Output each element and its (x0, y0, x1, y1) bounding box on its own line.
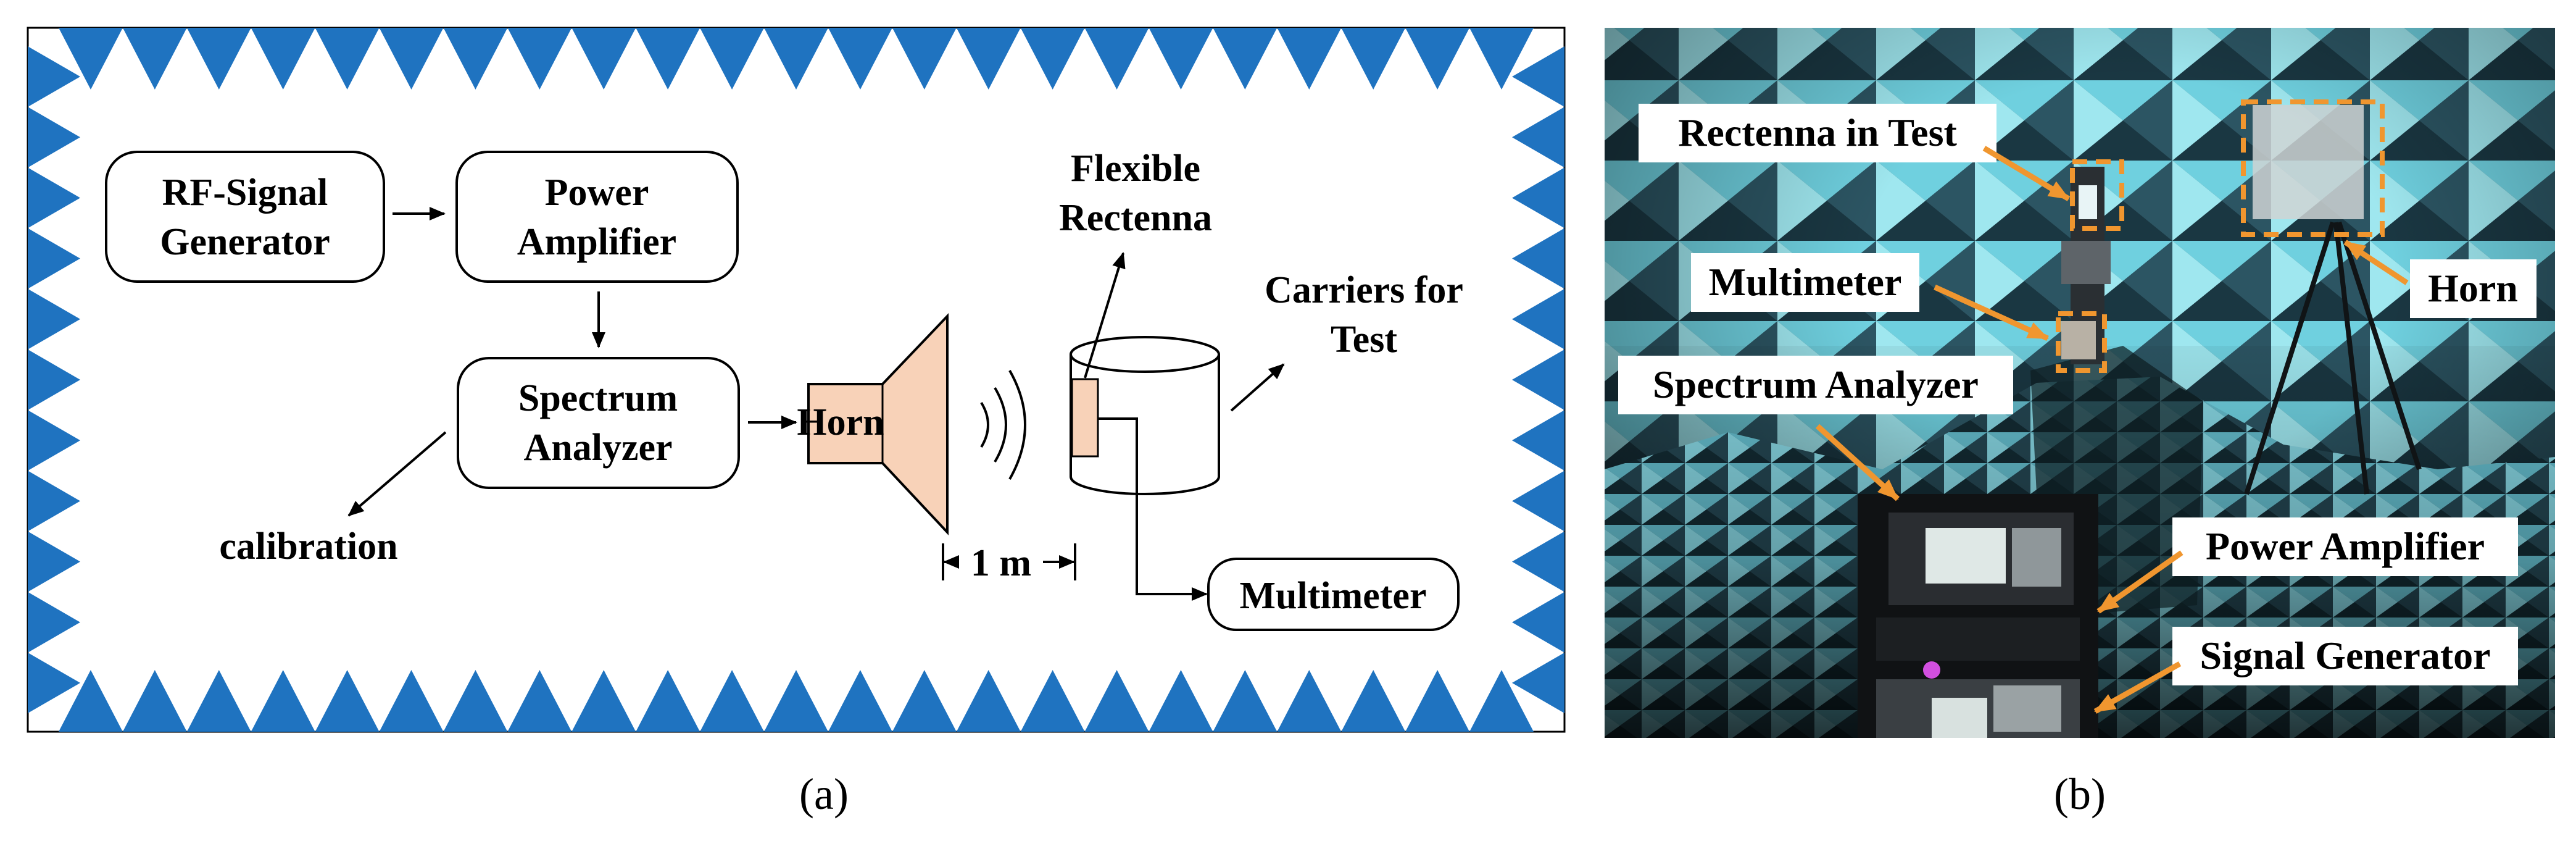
panel-a: RF-Signal Generator Power Amplifier Spec… (27, 27, 1566, 733)
label-signal-generator: Signal Generator (2200, 634, 2490, 677)
label-power-amplifier: Power Amplifier (2206, 524, 2485, 568)
multimeter-block (1207, 558, 1460, 631)
label-spectrum-analyzer: Spectrum Analyzer (1653, 362, 1979, 406)
tripod-leg-2 (2333, 222, 2369, 495)
flexible-rectenna-label-1: Flexible (1071, 148, 1200, 190)
arrow-horn (2343, 240, 2409, 285)
chamber-absorbers (28, 28, 1564, 732)
panel-b-photo: Rectenna in Test Multimeter Spectrum Ana… (1605, 28, 2555, 738)
rectenna-sample (2079, 185, 2097, 219)
label-rectenna-in-test: Rectenna in Test (1678, 111, 1957, 154)
stand-holder (2061, 241, 2111, 284)
highlight-rectenna (2070, 159, 2124, 231)
multimeter-label: Multimeter (1240, 575, 1427, 617)
absorber-right-edge (1512, 46, 1564, 713)
test-carrier-cylinder (1070, 336, 1220, 495)
absorber-left-edge (28, 46, 80, 713)
label-box-rectenna (1639, 104, 1996, 162)
arrow-rectenna-in-test (1982, 146, 2071, 201)
rf-signal-generator-label-1: RF-Signal (162, 172, 328, 214)
label-box-signal-generator (2172, 627, 2518, 685)
horn-label: Horn (797, 401, 884, 443)
power-amplifier-label-1: Power (545, 172, 649, 214)
horn-antenna (2253, 105, 2364, 219)
arrow-spectrum-analyzer (1815, 424, 1900, 501)
caption-b: (b) (2054, 769, 2106, 819)
arrow-multimeter (1934, 284, 2049, 341)
spectrum-analyzer-label-1: Spectrum (518, 377, 678, 419)
absorber-bottom-edge (59, 670, 1534, 732)
spectrum-analyzer-screen (1926, 528, 2006, 584)
power-amplifier-device (1876, 617, 2080, 661)
arrow-carriers-for-test (1230, 363, 1285, 412)
rectenna-to-multimeter-wire (1098, 417, 1208, 601)
tripod-leg-3 (2337, 221, 2422, 471)
label-horn: Horn (2428, 266, 2518, 310)
carriers-for-test-label-2: Test (1331, 319, 1397, 361)
arrow-to-calibration (347, 431, 447, 517)
rectenna-patch (1071, 378, 1099, 458)
spectrum-analyzer-block (457, 357, 740, 489)
distance-label: 1 m (971, 542, 1031, 584)
label-box-power-amplifier (2172, 517, 2518, 576)
label-box-spectrum-analyzer (1618, 356, 2013, 414)
label-box-horn (2410, 259, 2537, 318)
power-amplifier-label-2: Amplifier (517, 221, 676, 263)
highlight-horn (2241, 99, 2385, 237)
signal-generator-keypad (1993, 685, 2061, 732)
flexible-rectenna-label-2: Rectenna (1059, 197, 1212, 239)
power-amplifier-block (455, 151, 739, 283)
signal-generator-screen (1932, 698, 1987, 738)
spectrum-analyzer-label-2: Analyzer (523, 427, 672, 469)
multimeter-device (2061, 321, 2096, 359)
rf-signal-generator-label-2: Generator (160, 221, 330, 263)
arrow-flexible-rectenna (1084, 252, 1126, 379)
rf-signal-generator-block (105, 151, 385, 283)
caption-a: (a) (799, 769, 849, 819)
highlight-multimeter (2056, 311, 2107, 373)
calibration-label: calibration (219, 525, 397, 567)
indicator-light (1923, 661, 1940, 679)
wave-arc-3 (1008, 370, 1026, 480)
absorber-top-edge (59, 28, 1534, 90)
carriers-for-test-label-1: Carriers for (1265, 269, 1463, 311)
spectrum-analyzer-keypad (2012, 528, 2061, 587)
label-box-multimeter (1691, 253, 1919, 312)
tripod-leg-1 (2244, 221, 2335, 495)
wave-arc-1 (980, 401, 989, 448)
wave-arc-2 (994, 387, 1007, 463)
label-multimeter: Multimeter (1709, 260, 1902, 304)
arrow-signal-generator (2093, 661, 2182, 714)
arrow-power-amplifier (2096, 550, 2183, 614)
